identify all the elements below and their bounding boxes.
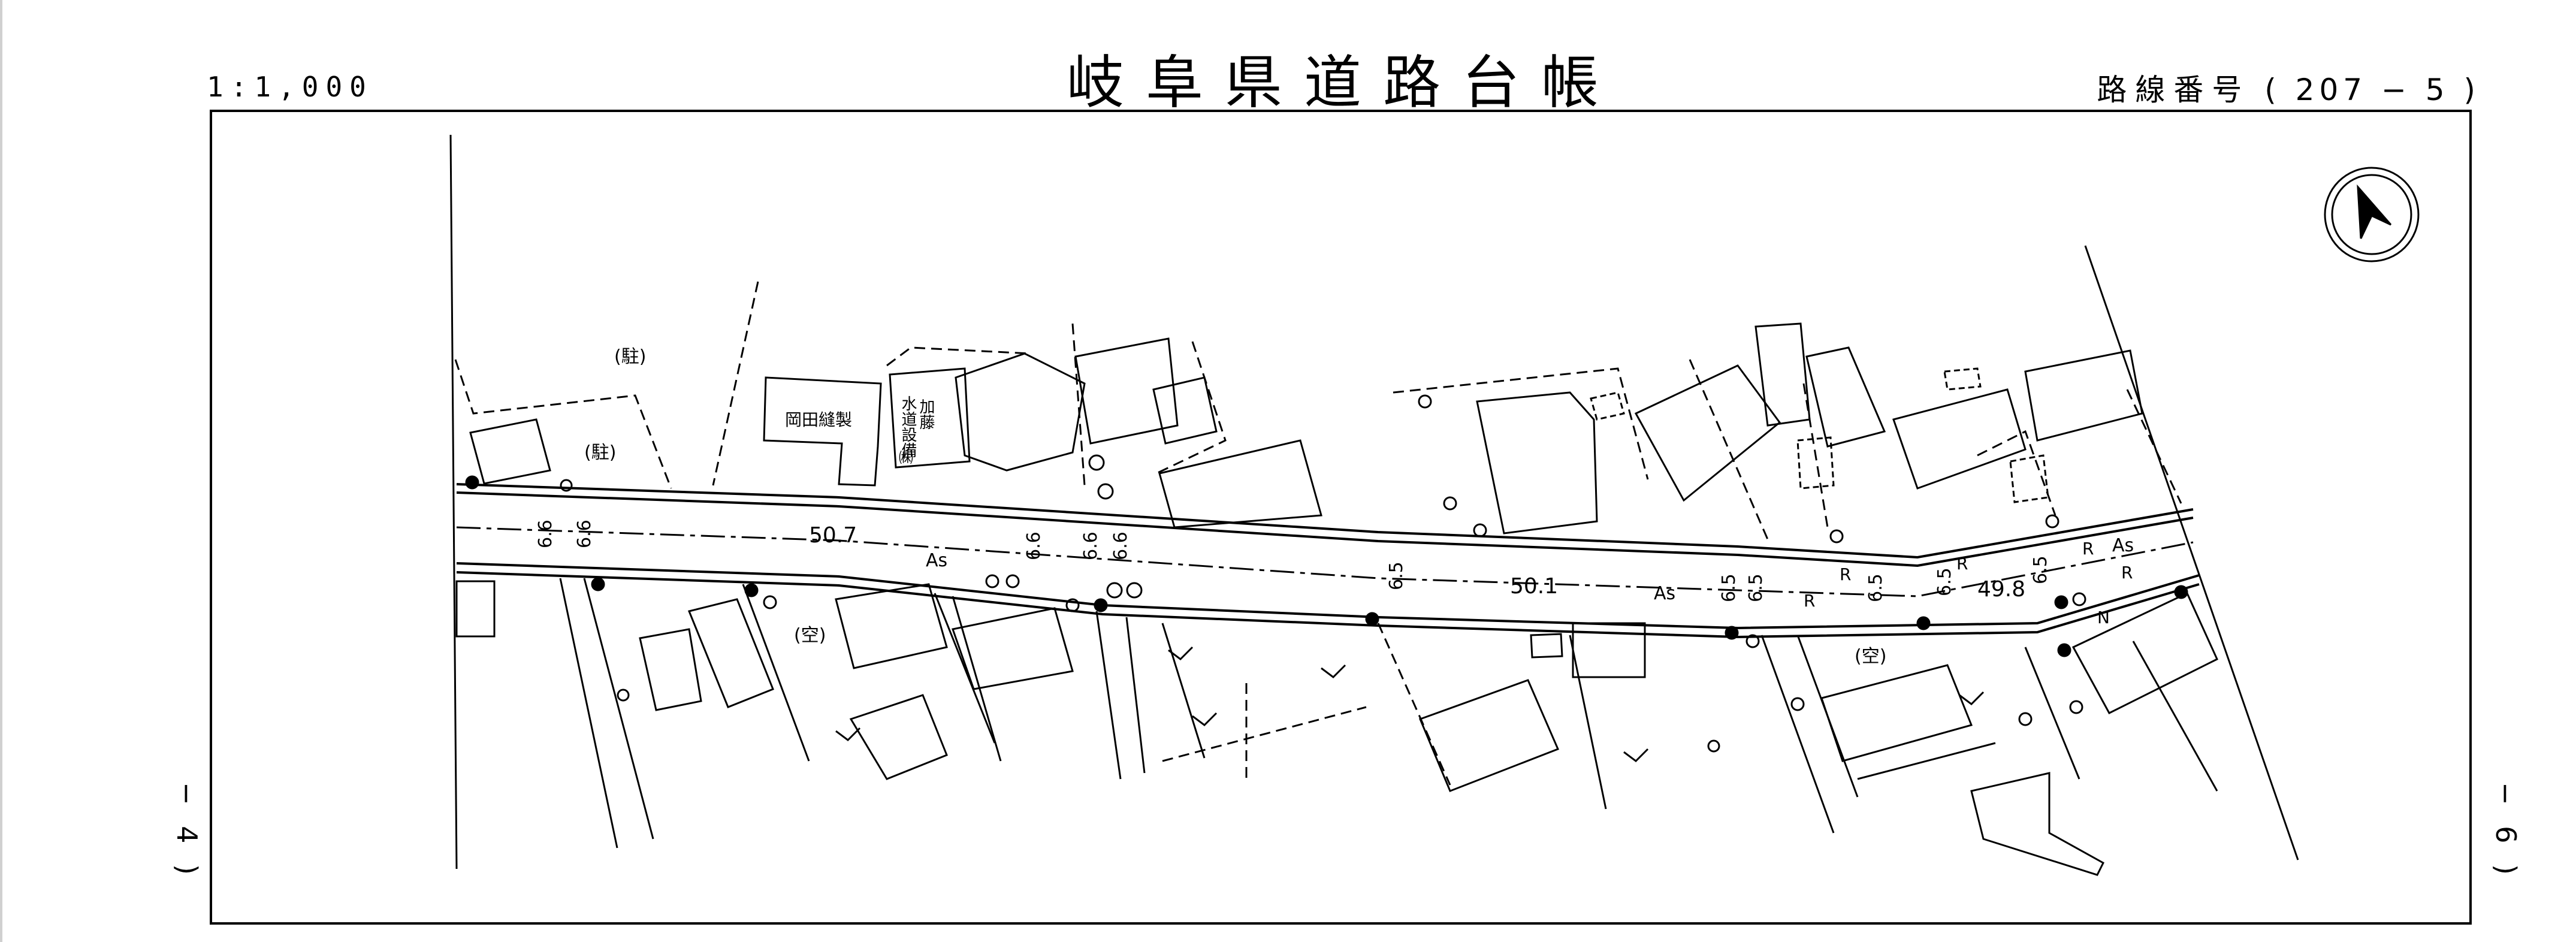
building-okada [763, 376, 882, 487]
lane-width: 6.6 [1110, 532, 1131, 560]
pavement-as-1: As [926, 550, 947, 571]
lane-width: 6.6 [535, 520, 556, 548]
building [1970, 772, 2104, 876]
pavement-r: R [2121, 563, 2133, 582]
building [1796, 436, 1835, 490]
pavement-r: R [1840, 564, 1851, 584]
building [1590, 391, 1625, 421]
building [952, 607, 1074, 690]
lane-width: 6.5 [1934, 567, 1955, 596]
building [1152, 376, 1218, 445]
lane-width: 6.5 [1745, 573, 1766, 602]
building-label-kato-2: 水道設備 [899, 395, 917, 458]
lane-width: 6.5 [1719, 573, 1740, 602]
building [687, 598, 774, 708]
building [835, 583, 948, 669]
building [1158, 439, 1322, 529]
building-label-okada: 岡田縫製 [785, 410, 852, 430]
building [1572, 622, 1646, 678]
building [1754, 322, 1811, 427]
building [1805, 346, 1886, 448]
lane-width: 6.6 [574, 520, 595, 548]
building [469, 418, 551, 485]
building [2009, 454, 2049, 503]
page-title: 岐阜県道路台帳 [1067, 49, 1620, 116]
building [1892, 388, 2027, 490]
building [455, 580, 496, 638]
buildings-south [455, 580, 2218, 876]
building [1820, 664, 1973, 762]
parcel-boundaries-north [454, 281, 2182, 540]
lane-width: 6.5 [2030, 555, 2051, 584]
road-edges [456, 483, 2200, 639]
sheet-boundary-right [2084, 245, 2299, 861]
route-label: 路線番号 [2097, 73, 2251, 107]
lane-width: 6.6 [1023, 532, 1044, 560]
parcel-boundaries-south [559, 578, 2218, 849]
pavement-r: R [1956, 554, 1968, 573]
pavement-as-3: As [2112, 535, 2134, 556]
lane-width: 6.5 [1386, 561, 1407, 590]
building [639, 628, 702, 711]
parcel-label-vacant-2: (空) [1855, 646, 1886, 667]
left-sheet-ref: − 4 ) [171, 782, 203, 881]
pavement-marks [835, 646, 1985, 762]
parcel-label-parking-1: (駐) [614, 346, 646, 367]
route-number: 路線番号 ( 207 − 5 ) [2097, 66, 2480, 109]
map-scale: 1:1,000 [207, 71, 373, 103]
building [1476, 391, 1598, 535]
road-width-1: 50.7 [809, 523, 857, 548]
route-value: ( 207 − 5 ) [2264, 73, 2480, 107]
building [955, 352, 1086, 472]
lane-width: 6.6 [1080, 532, 1101, 560]
map-frame [210, 110, 2472, 925]
utility-points [465, 394, 2188, 753]
building [2024, 349, 2143, 442]
building [1943, 367, 1982, 391]
road-width-3: 49.8 [1977, 577, 2025, 602]
building [2071, 591, 2218, 714]
building [1074, 337, 1179, 445]
parcel-label-parking-2: (駐) [584, 442, 616, 463]
building [1419, 679, 1559, 792]
sheet-boundary-left [449, 134, 458, 869]
building-kato [889, 367, 971, 469]
road-width-2: 50.1 [1510, 574, 1558, 599]
north-arrow-icon [2324, 167, 2420, 262]
pavement-as-2: As [1654, 583, 1675, 604]
building [1634, 364, 1781, 502]
pavement-r: R [1804, 591, 1815, 611]
pavement-n: N [2097, 608, 2110, 627]
page-edge [0, 0, 2, 942]
road-centerline [456, 526, 2194, 597]
building-label-kato-3: ㈱ [899, 449, 913, 466]
pavement-r: R [2082, 539, 2094, 558]
building [1530, 633, 1563, 659]
building-label-kato-1: 加藤 [917, 398, 935, 430]
building [849, 694, 948, 780]
lane-width: 6.5 [1865, 573, 1886, 602]
right-sheet-ref: − 6 ) [2490, 782, 2522, 881]
buildings-north [469, 322, 2143, 535]
parcel-label-vacant-1: (空) [794, 625, 826, 646]
